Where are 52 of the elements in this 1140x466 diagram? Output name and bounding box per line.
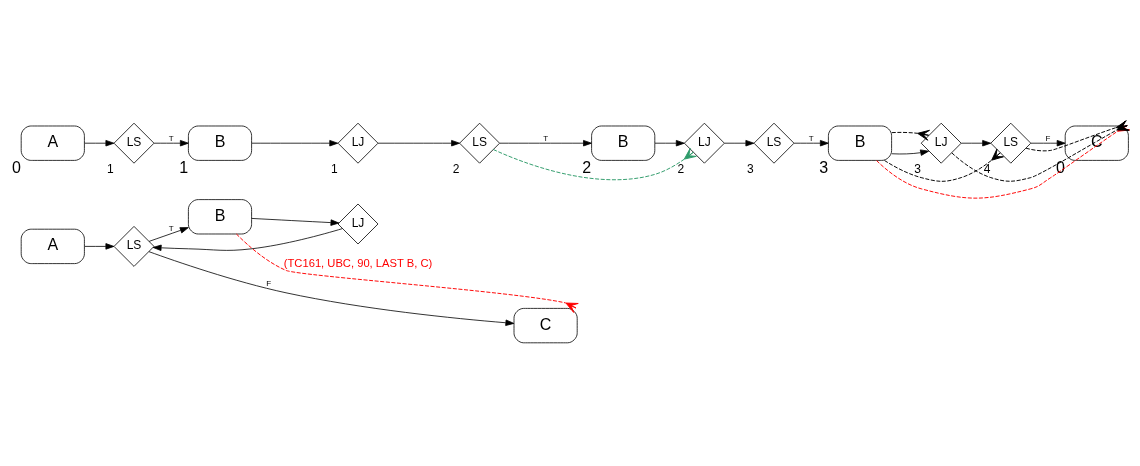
node-label: 1	[331, 161, 338, 176]
edge-label: T	[543, 133, 549, 143]
node-label: 3	[819, 159, 829, 177]
arrow	[251, 140, 339, 147]
node-label: 2	[582, 159, 592, 177]
node-label: 0	[1055, 159, 1065, 177]
arrow	[152, 228, 343, 251]
edge-label: T	[808, 133, 814, 143]
arrow	[148, 251, 515, 326]
edge-label: F	[1045, 133, 1051, 143]
node-diamond: LJ	[337, 122, 379, 164]
arrow	[793, 140, 829, 147]
node-diamond: LS	[459, 122, 500, 164]
arrow	[377, 140, 460, 147]
node-label: 3	[914, 161, 921, 176]
node-box: B	[188, 199, 252, 235]
arrow	[251, 218, 340, 226]
connector	[236, 233, 579, 313]
node-box: C	[513, 308, 578, 344]
node-label: 1	[179, 159, 189, 177]
arrow	[891, 149, 930, 156]
node-diamond: LS	[113, 122, 155, 164]
node-box: B	[828, 125, 892, 161]
node-diamond: LS	[753, 122, 795, 164]
edge-label: T	[168, 133, 174, 143]
connector	[492, 147, 697, 181]
arrow	[148, 227, 189, 242]
node-label: 3	[747, 161, 754, 176]
connector	[891, 129, 930, 141]
node-diamond: LS	[113, 226, 155, 267]
node-label: 2	[452, 161, 460, 176]
node-box: A	[20, 228, 85, 264]
node-diamond: LJ	[337, 203, 379, 245]
arrow	[724, 140, 755, 147]
node-box: B	[591, 125, 656, 161]
arrow	[960, 140, 992, 147]
node-label: 2	[677, 161, 685, 176]
node-label: 1	[107, 161, 114, 176]
arrow	[1030, 140, 1066, 147]
edge-label: (TC161, UBC, 90, LAST B, C)	[283, 257, 433, 270]
arrow	[499, 140, 592, 147]
arrow	[153, 140, 189, 147]
arrow	[84, 140, 115, 147]
node-box: A	[20, 125, 85, 161]
edge-label: T	[168, 224, 174, 234]
connector	[884, 148, 1004, 182]
node-label: 4	[983, 161, 991, 176]
arrow	[654, 140, 685, 147]
arrow	[84, 243, 115, 250]
edge-label: F	[266, 278, 272, 288]
node-label: 0	[11, 159, 21, 177]
node-box: B	[188, 125, 252, 161]
